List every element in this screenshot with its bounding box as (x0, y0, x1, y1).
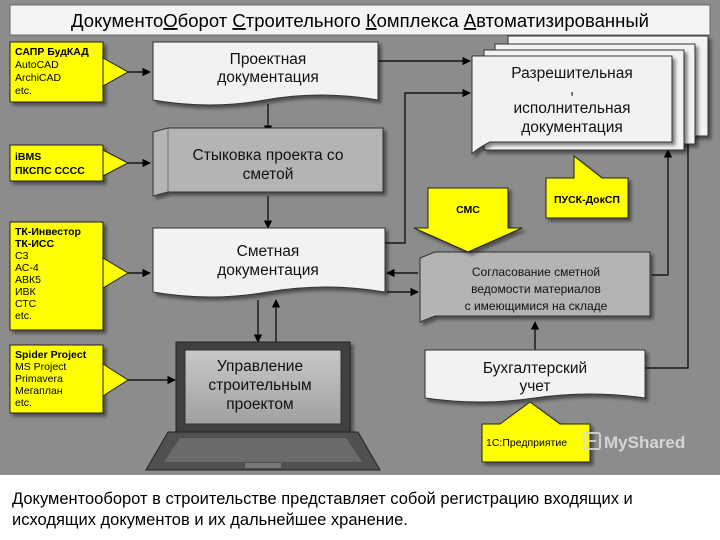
tools-estimate-item: АС-4 (15, 262, 39, 274)
tools-pm-item: etc. (15, 397, 32, 409)
connectors (100, 56, 693, 385)
doc-linking-line: сметой (243, 166, 294, 183)
doc-approval-line: с имеющимися на складе (465, 299, 608, 313)
watermark-icon (583, 432, 601, 450)
tools-estimate-item: СТС (15, 298, 37, 310)
tools-bim-line: iBMS (15, 151, 41, 163)
doc-approval-line: Согласование сметной (472, 265, 600, 279)
arrow-estimate-to-permit (385, 88, 471, 244)
doc-approval: Согласование сметной ведомости материало… (419, 251, 651, 323)
tools-bim-line: ПКСПС СССС (15, 165, 85, 177)
tools-cad-box: САПР БудКАД AutoCAD ArchiCAD etc. (9, 41, 104, 103)
watermark: MyShared (583, 432, 685, 452)
arrow-accounting-to-permit (645, 119, 693, 369)
doc-management-line: проектом (226, 396, 293, 413)
tools-estimate-item: etc. (15, 310, 32, 322)
doc-linking-line: Стыковка проекта со (193, 147, 344, 164)
tools-estimate-box: ТК-Инвестор ТК-ИСС С3 АС-4 АВК5 ИВК СТС … (9, 221, 104, 331)
doc-accounting-line: Бухгалтерский (483, 360, 587, 377)
laptop-screen (184, 349, 342, 425)
tools-cmc-arrow: СМС (413, 187, 523, 253)
tools-pm-item: Мегаплан (15, 385, 63, 397)
laptop: Управление строительным проектом (145, 341, 381, 471)
tools-estimate-heading: ТК-ИСС (15, 238, 54, 250)
laptop-keyboard (164, 438, 362, 462)
doc-permit-line: , (570, 81, 574, 98)
doc-estimate-line: документация (217, 262, 319, 279)
tools-cad-arrowhead (102, 57, 130, 87)
doc-linking: Стыковка проекта со сметой (152, 127, 384, 197)
diagram-title: ДокументоОборот Строительного Комплекса … (71, 10, 649, 31)
doc-estimate: Сметная документация (152, 227, 386, 298)
tools-estimate-heading: ТК-Инвестор (15, 226, 81, 238)
tools-pm-item: MS Project (15, 361, 66, 373)
doc-accounting: Бухгалтерский учет (424, 349, 646, 403)
tools-cad-item: etc. (15, 85, 32, 97)
tools-bim-arrowhead (102, 149, 130, 177)
tools-cad-item: AutoCAD (15, 59, 59, 71)
tools-estimate-item: АВК5 (15, 274, 41, 286)
doc-permit-line: Разрешительная (511, 65, 632, 82)
tools-cad-heading: САПР БудКАД (15, 46, 89, 58)
tools-pusk-arrow: ПУСК-ДокСП (545, 154, 629, 219)
doc-estimate-line: Сметная (237, 243, 300, 260)
arrow-approval-to-permit (652, 149, 673, 276)
tools-pusk-label: ПУСК-ДокСП (554, 194, 620, 206)
tools-estimate-item: ИВК (15, 286, 37, 298)
tools-pm-arrowhead (102, 363, 129, 397)
caption: Документооборот в строительстве представ… (12, 490, 633, 529)
tools-onec-arrow: 1С:Предприятие (481, 401, 591, 463)
doc-project: Проектная документация (152, 41, 379, 106)
doc-project-line: документация (217, 69, 319, 86)
tools-pm-heading: Spider Project (15, 349, 87, 361)
title-bar: ДокументоОборот Строительного Комплекса … (9, 4, 711, 36)
doc-permit: Разрешительная , исполнительная документ… (471, 35, 709, 156)
tools-estimate-arrowhead (102, 257, 129, 289)
doc-project-line: Проектная (230, 51, 307, 68)
tools-pm-item: Primavera (15, 373, 63, 385)
tools-pm-box: Spider Project MS Project Primavera Мега… (9, 344, 104, 414)
tools-bim-box: iBMS ПКСПС СССС (9, 144, 104, 182)
doc-approval-line: ведомости материалов (471, 282, 601, 296)
doc-permit-line: исполнительная (513, 100, 630, 117)
laptop-touchpad (245, 463, 281, 468)
document-flow-diagram: ДокументоОборот Строительного Комплекса … (0, 0, 720, 475)
tools-onec-label: 1С:Предприятие (486, 437, 567, 449)
tools-cmc-label: СМС (456, 204, 480, 216)
doc-management-line: Управление (217, 358, 303, 375)
tools-estimate-item: С3 (15, 250, 29, 262)
doc-accounting-line: учет (519, 378, 550, 395)
watermark-text: MyShared (604, 433, 685, 452)
doc-permit-line: документация (521, 119, 623, 136)
tools-cad-item: ArchiCAD (15, 72, 62, 84)
doc-management-line: строительным (208, 377, 311, 394)
